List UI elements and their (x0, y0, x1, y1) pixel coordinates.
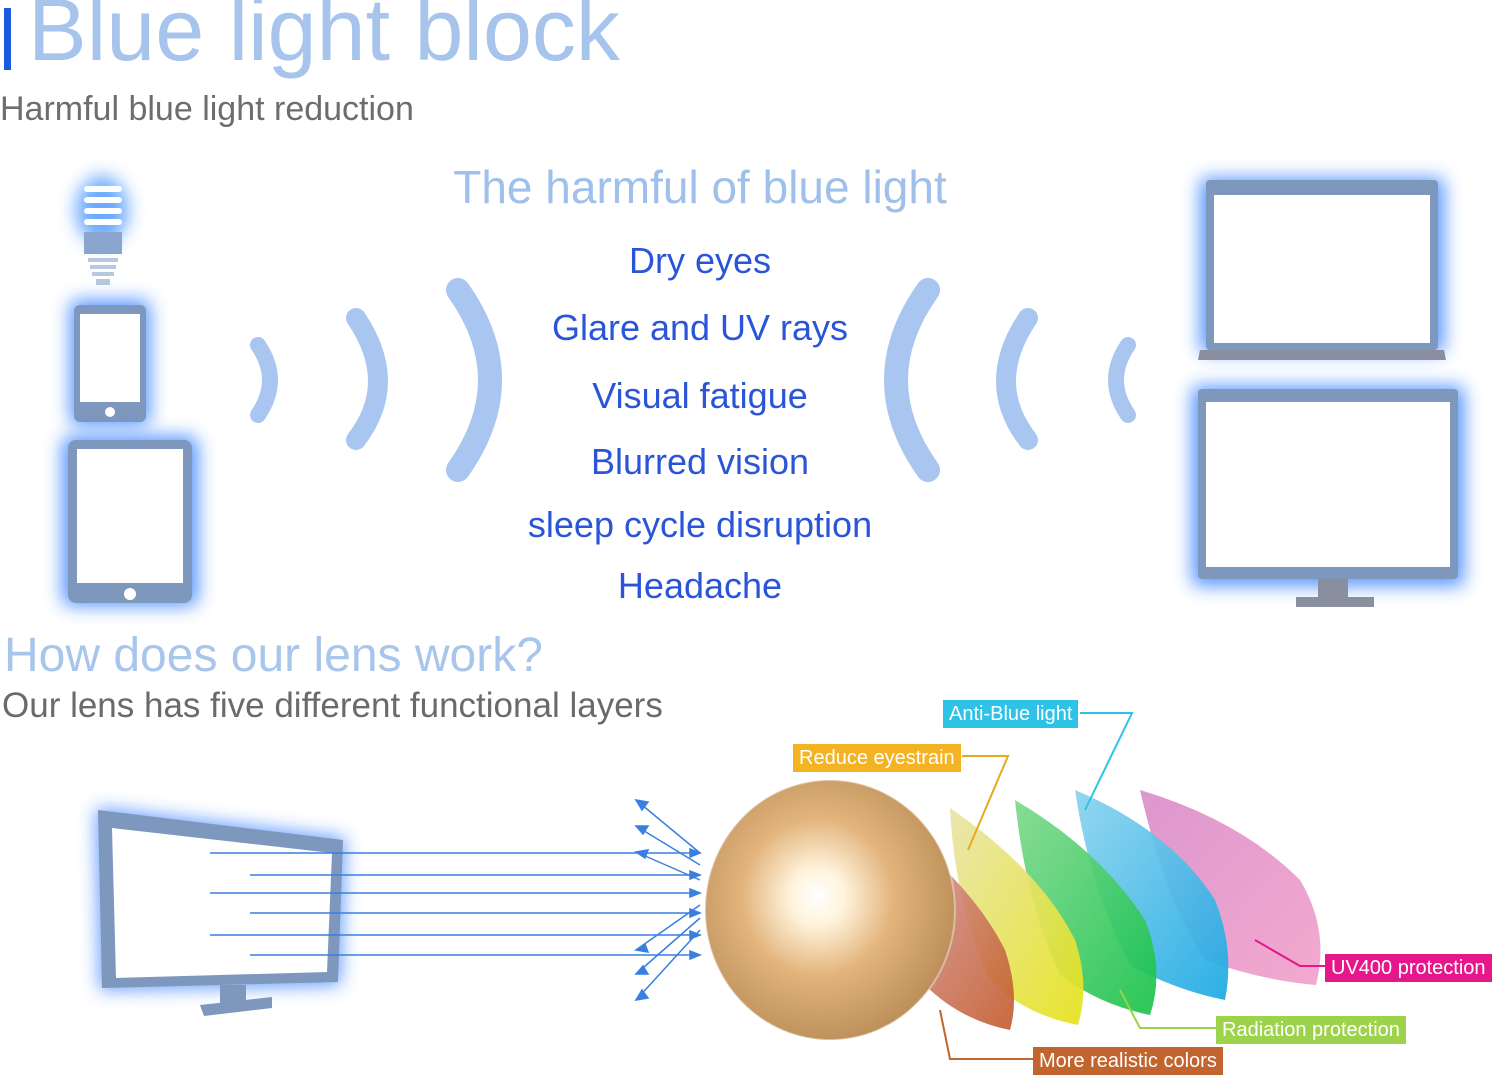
symptom-item: Dry eyes (628, 240, 772, 281)
page-title: Blue light block (28, 0, 620, 79)
page-subtitle: Harmful blue light reduction (0, 90, 414, 128)
harm-heading: The harmful of blue light (453, 161, 947, 213)
blue-light-rays (210, 798, 703, 1002)
title-accent-bar (4, 8, 11, 70)
wave-left-icon (250, 278, 502, 482)
layer-label-realistic-colors: More realistic colors (1033, 1047, 1223, 1075)
symptom-item: Glare and UV rays (551, 307, 849, 348)
cfl-bulb-icon (76, 176, 128, 285)
screen-emitter-icon (96, 808, 345, 1016)
symptom-item: Blurred vision (590, 441, 810, 482)
monitor-icon (1192, 386, 1464, 607)
callout-lines (939, 712, 1325, 1060)
symptom-item: sleep cycle disruption (527, 504, 873, 545)
lens-heading: How does our lens work? (4, 629, 543, 682)
laptop-icon (1198, 178, 1446, 360)
wave-right-icon (884, 278, 1136, 482)
layer-label-radiation: Radiation protection (1216, 1016, 1406, 1044)
lens-layers-icon (704, 779, 1321, 1041)
tablet-icon (62, 436, 198, 606)
symptom-item: Headache (617, 565, 783, 606)
layer-label-uv400: UV400 protection (1325, 954, 1492, 982)
layer-label-anti-blue: Anti-Blue light (943, 700, 1079, 728)
phone-icon (70, 300, 150, 425)
lens-subheading: Our lens has five different functional l… (2, 686, 663, 725)
layer-label-eyestrain: Reduce eyestrain (793, 744, 961, 772)
symptom-item: Visual fatigue (592, 375, 808, 416)
